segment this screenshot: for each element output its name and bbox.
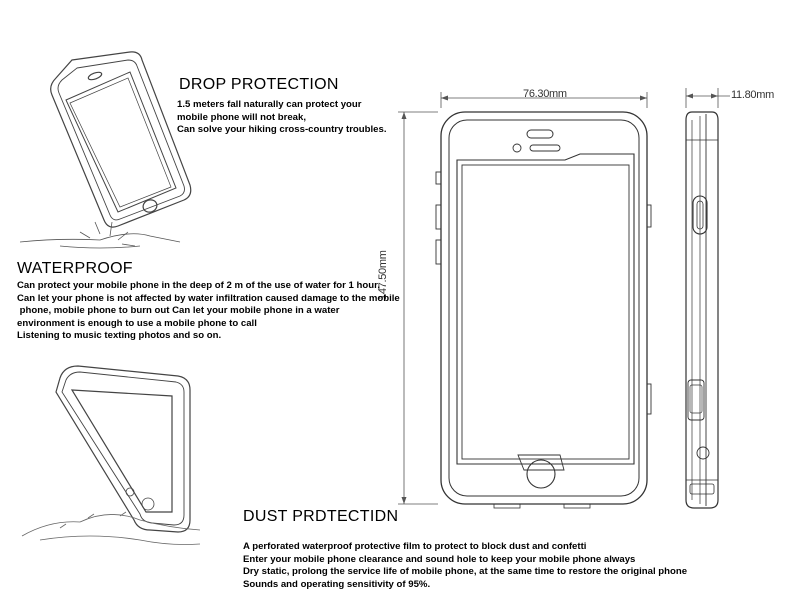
- waterproof-line-2: Can let your phone is not affected by wa…: [17, 292, 400, 304]
- dimension-lines: [398, 88, 730, 505]
- dust-protection-title: DUST PRDTECTIDN: [243, 508, 399, 525]
- waterproof-phone-illustration: [55, 365, 191, 533]
- drop-phone-illustration: [50, 51, 192, 228]
- front-view-drawing: [435, 111, 652, 509]
- dust-line-1: A perforated waterproof protective film …: [243, 541, 587, 552]
- waterproof-line-4: environment is enough to use a mobile ph…: [17, 317, 257, 329]
- drop-line-2: mobile phone will not break,: [177, 111, 306, 123]
- drop-protection-text: 1.5 meters fall naturally can protect yo…: [177, 99, 387, 137]
- dust-line-4: Sounds and operating sensitivity of 95%.: [243, 578, 431, 590]
- depth-dimension-label: 11.80mm: [731, 89, 774, 101]
- dust-line-3: Dry static, prolong the service life of …: [243, 566, 688, 578]
- drop-line-1: 1.5 meters fall naturally can protect yo…: [177, 99, 362, 110]
- ground-sand-waterproof: [21, 511, 201, 545]
- waterproof-line-1: Can protect your mobile phone in the dee…: [17, 280, 380, 291]
- waterproof-title: WATERPROOF: [17, 260, 133, 277]
- width-dimension-label: 76.30mm: [523, 88, 567, 100]
- waterproof-line-3: phone, mobile phone to burn out Can let …: [17, 305, 340, 317]
- drop-protection-title: DROP PROTECTION: [179, 76, 339, 93]
- dust-protection-text: A perforated waterproof protective film …: [243, 541, 687, 591]
- dust-line-2: Enter your mobile phone clearance and so…: [243, 553, 636, 565]
- ground-splash-drop: [19, 221, 181, 249]
- waterproof-text: Can protect your mobile phone in the dee…: [17, 280, 400, 343]
- waterproof-line-5: Listening to music texting photos and so…: [17, 330, 222, 342]
- side-view-drawing: [685, 111, 719, 509]
- drop-line-3: Can solve your hiking cross-country trou…: [177, 124, 387, 136]
